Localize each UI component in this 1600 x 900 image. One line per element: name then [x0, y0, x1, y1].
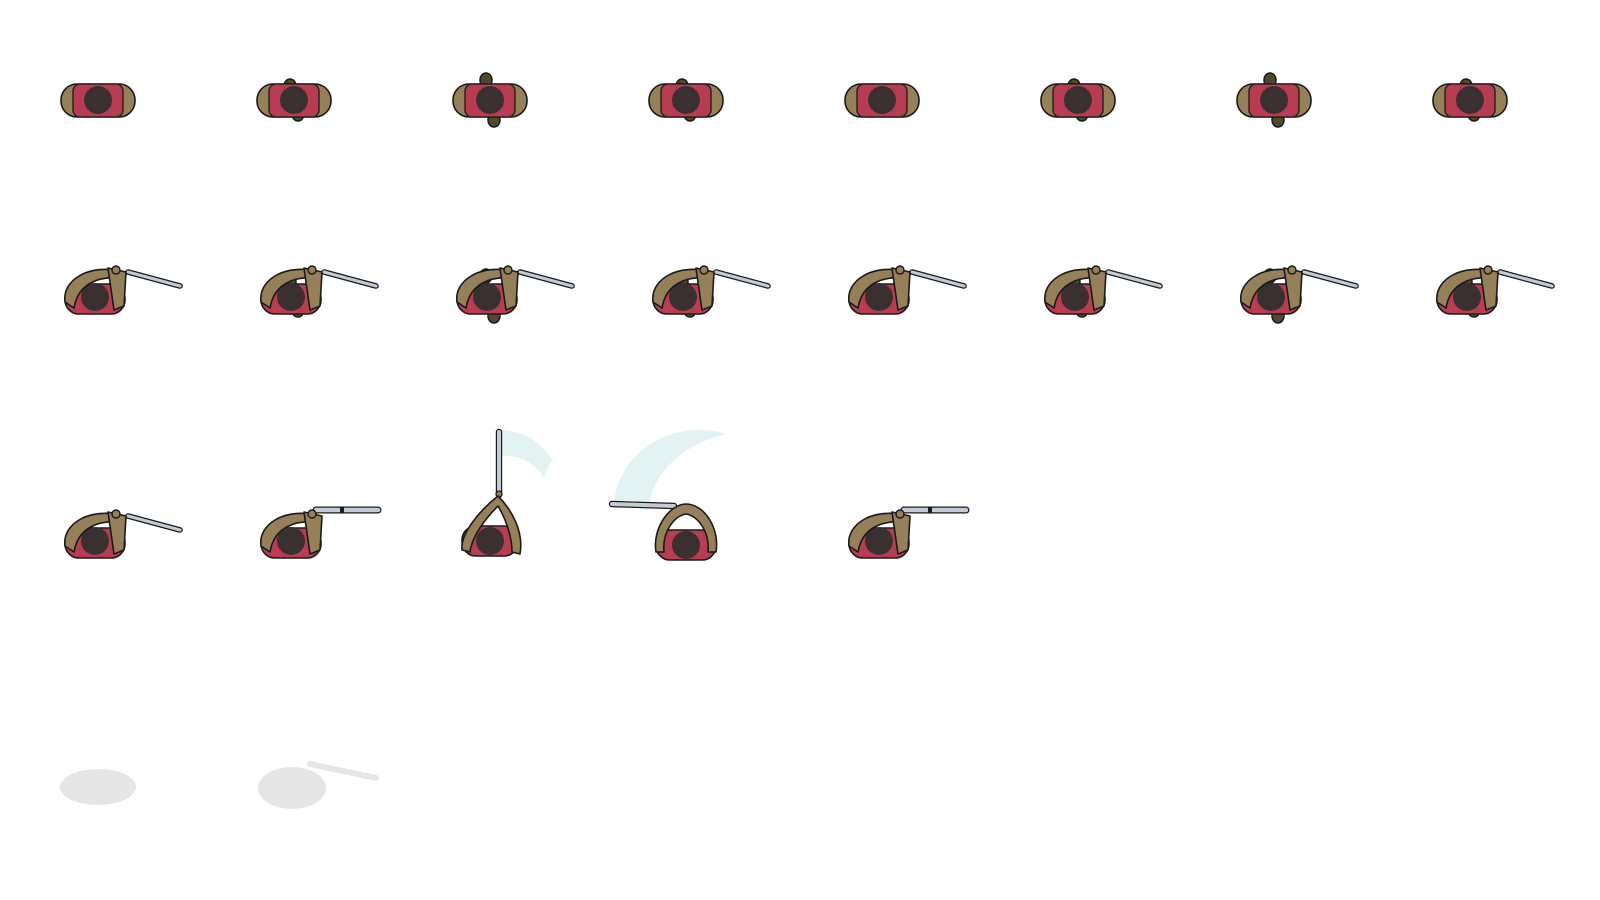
sprite-frame-swing-left [608, 429, 726, 561]
sprite-frame-walk [648, 78, 724, 122]
sprite-frame-shadow-armed [258, 761, 379, 809]
sprite-frame-guard [260, 506, 382, 559]
sprite-frame-armed [260, 265, 379, 318]
sprite-frame-walk [256, 78, 332, 122]
sprite-frame-idle [844, 83, 920, 118]
sprite-frame-walk [1432, 78, 1508, 122]
sprite-frame-armed [1044, 265, 1163, 318]
sprite-frame-walk [1040, 78, 1116, 122]
sprite-frame-swing-up [461, 428, 552, 557]
sprite-frame-armed [1240, 265, 1359, 324]
sprite-frame-armed [64, 265, 183, 315]
sprite-frame-armed [1436, 265, 1555, 318]
sprite-frame-armed [456, 265, 575, 324]
sprite-frame-armed [64, 509, 183, 559]
sprite-frame-guard [848, 506, 970, 559]
sprite-frame-armed [848, 265, 967, 315]
sprite-frame-armed [652, 265, 771, 318]
sprite-frame-idle [60, 83, 136, 118]
sprite-frame-walk [452, 72, 528, 128]
sprite-frame-shadow-idle [60, 769, 136, 805]
sprite-frame-walk [1236, 72, 1312, 128]
